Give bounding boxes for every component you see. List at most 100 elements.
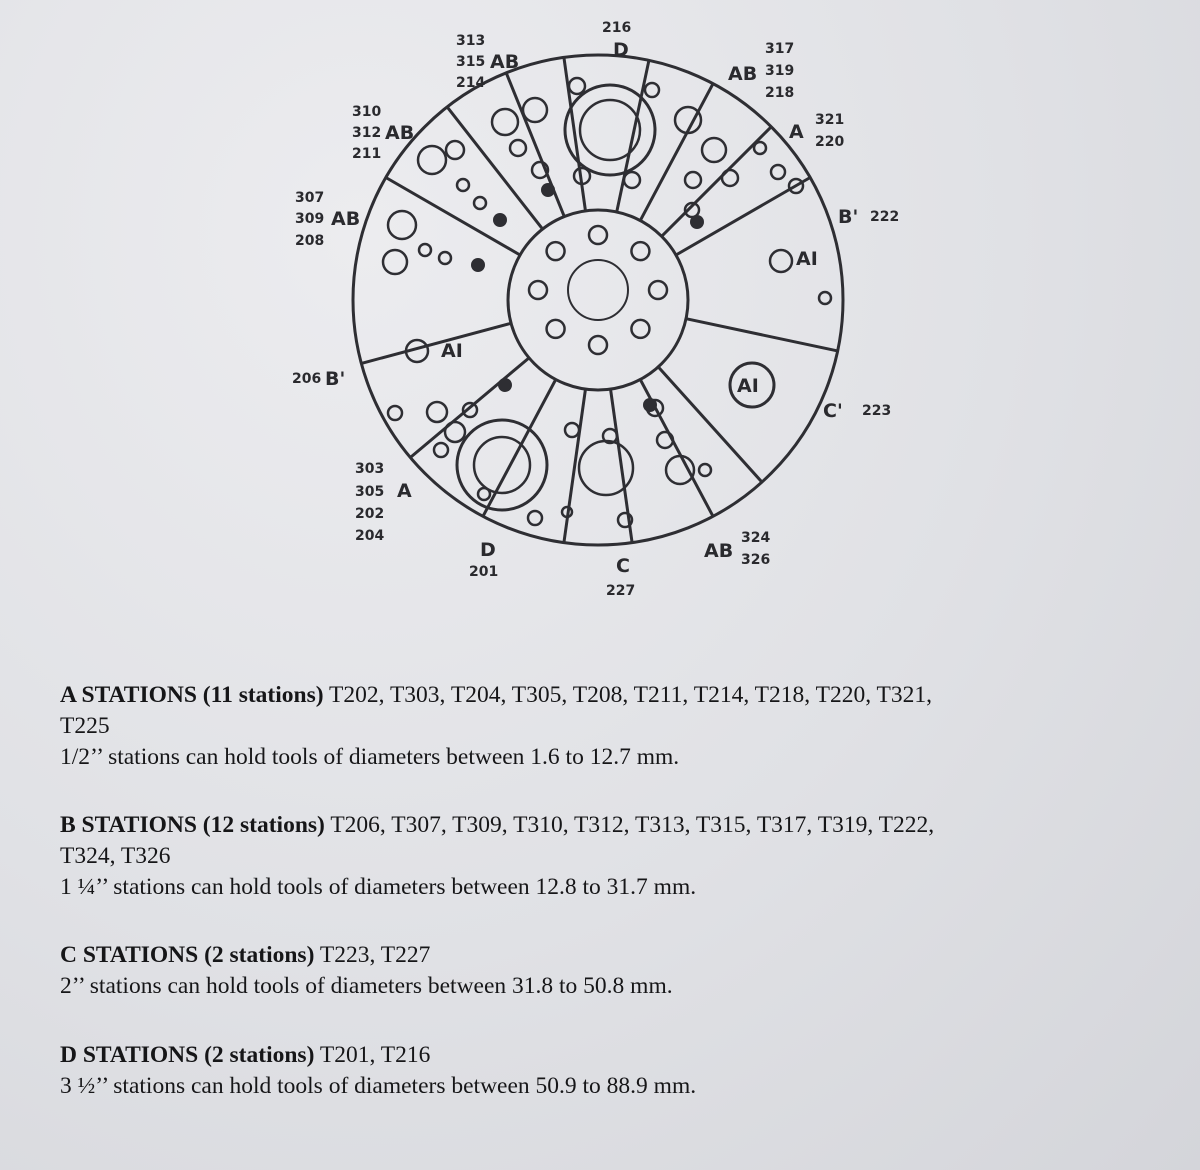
label-group-317: 317 AB 319 218 — [728, 41, 794, 101]
label-group-303: 303 305 A 202 204 — [355, 461, 412, 544]
hub-bolt-holes — [527, 224, 669, 356]
label-ab-315: AB — [490, 51, 519, 73]
station-hole — [526, 509, 544, 527]
station-hole — [700, 136, 728, 164]
label-group-227: C 227 — [606, 555, 635, 599]
station-c-desc: 2’’ stations can hold tools of diameters… — [60, 973, 673, 1000]
station-hole — [601, 427, 619, 445]
label-b-222: B' — [838, 206, 858, 228]
label-group-206: 206 B' — [292, 368, 345, 390]
label-211: 211 — [352, 146, 381, 162]
station-c-line1: C STATIONS (2 stations) T223, T227 — [60, 940, 1170, 971]
station-d-216-outer — [563, 83, 657, 177]
station-d-desc: 3 ½’’ stations can hold tools of diamete… — [60, 1073, 697, 1100]
station-hole — [444, 139, 466, 161]
segment-divider — [409, 356, 531, 459]
station-hole — [416, 144, 448, 176]
label-223: 223 — [862, 403, 891, 419]
hub-center — [567, 259, 629, 321]
hub-hole — [545, 240, 566, 262]
station-c-title: C STATIONS (2 stations) — [60, 942, 315, 968]
label-202: 202 — [355, 506, 384, 522]
segment-divider — [685, 317, 838, 353]
label-310: 310 — [352, 104, 381, 120]
label-303: 303 — [355, 461, 384, 477]
label-a-321: A — [789, 121, 804, 143]
label-a-303: A — [397, 480, 412, 502]
segment-divider — [562, 388, 587, 543]
label-c-227: C — [616, 555, 630, 577]
station-a-line1: A STATIONS (11 stations) T202, T303, T20… — [60, 680, 1170, 711]
station-a-tools-cont: T225 — [60, 713, 110, 740]
segment-divider — [638, 82, 715, 222]
label-312: 312 — [352, 125, 381, 141]
station-b-tools-cont: T324, T326 — [60, 843, 171, 870]
station-hole — [425, 400, 449, 424]
station-hole — [530, 160, 550, 180]
station-d-201-inner — [472, 435, 532, 495]
station-hole — [417, 242, 433, 258]
segment-divider — [609, 388, 634, 543]
station-hole — [386, 209, 418, 241]
segment-divider — [615, 60, 651, 213]
ai-label-3: AI — [737, 375, 759, 397]
station-hole — [563, 421, 581, 439]
label-group-307: 307 309 AB 208 — [295, 190, 360, 249]
station-dot — [471, 258, 485, 272]
segment-divider — [657, 365, 764, 484]
label-326: 326 — [741, 552, 770, 568]
station-d-tools: T201, T216 — [319, 1042, 431, 1068]
label-group-321: A 321 220 — [789, 112, 844, 150]
station-hole — [472, 195, 488, 211]
station-b-desc: 1 ¼’’ stations can hold tools of diamete… — [60, 874, 697, 901]
station-hole — [817, 290, 833, 306]
label-317: 317 — [765, 41, 794, 57]
station-c-227 — [577, 439, 635, 497]
station-hole — [461, 401, 479, 419]
station-hole — [697, 462, 713, 478]
station-hole — [560, 505, 574, 519]
station-dot — [493, 213, 507, 227]
label-208: 208 — [295, 233, 324, 249]
station-hole — [521, 96, 549, 124]
station-d-line1: D STATIONS (2 stations) T201, T216 — [60, 1040, 1170, 1071]
station-d-216-inner — [578, 98, 642, 162]
station-hole — [683, 201, 701, 219]
label-group-223: C' 223 — [823, 400, 891, 422]
station-hole — [432, 441, 450, 459]
station-block-c: C STATIONS (2 stations) T223, T227 2’’ s… — [60, 940, 1170, 1002]
station-hole — [769, 163, 787, 181]
label-c-223: C' — [823, 400, 843, 422]
station-hole — [787, 177, 805, 195]
label-b-206: B' — [325, 368, 345, 390]
station-b-line1: B STATIONS (12 stations) T206, T307, T30… — [60, 810, 1170, 841]
label-214: 214 — [456, 75, 485, 91]
station-hole — [664, 454, 696, 486]
station-dot — [690, 215, 704, 229]
station-hole — [437, 250, 453, 266]
turret-inner-ring — [506, 208, 690, 392]
station-c-tools: T223, T227 — [319, 942, 431, 968]
hub-hole — [647, 279, 669, 301]
segment-divider — [385, 176, 521, 257]
hub-hole — [587, 334, 609, 356]
label-220: 220 — [815, 134, 844, 150]
segment-divider — [562, 57, 587, 212]
label-d-201: D — [480, 539, 496, 561]
label-206: 206 — [292, 371, 321, 387]
label-group-324: AB 324 326 — [704, 530, 770, 568]
label-group-313: 313 315 AB 214 — [456, 33, 519, 91]
station-dot — [643, 398, 657, 412]
ai-circle-3 — [728, 361, 776, 409]
label-216: 216 — [602, 20, 631, 36]
station-hole — [567, 76, 587, 96]
station-hole — [752, 140, 768, 156]
station-hole — [381, 248, 409, 276]
label-d-216: D — [613, 39, 629, 61]
station-block-b: B STATIONS (12 stations) T206, T307, T30… — [60, 810, 1170, 903]
station-d-201-outer — [455, 418, 549, 512]
station-hole — [655, 430, 675, 450]
label-group-216: 216 D — [602, 20, 631, 61]
label-204: 204 — [355, 528, 384, 544]
segment-divider — [445, 106, 544, 231]
